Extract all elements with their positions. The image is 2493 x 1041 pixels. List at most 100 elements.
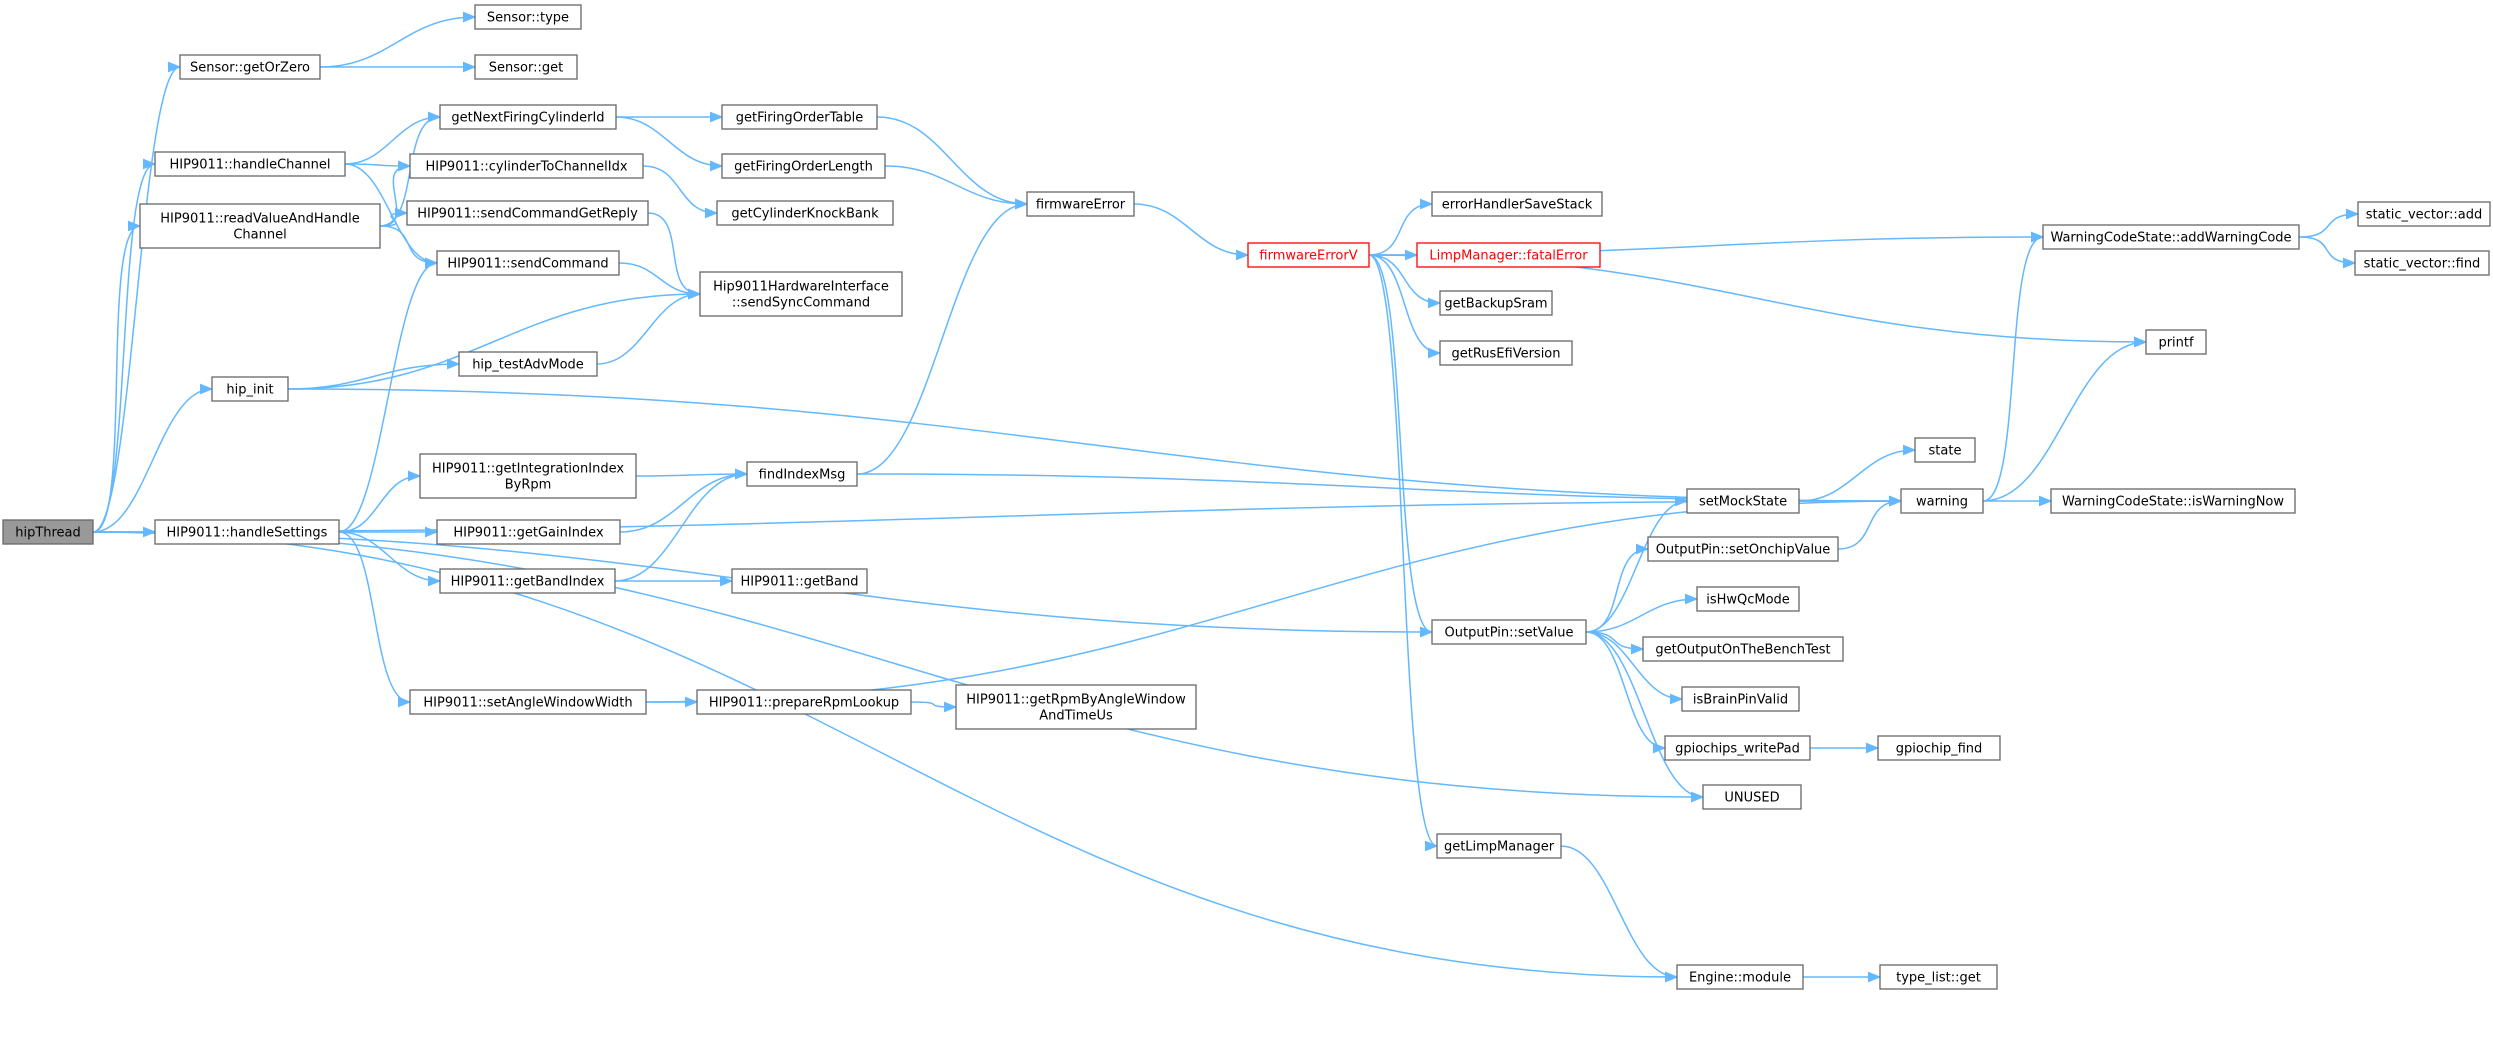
node-label: getBackupSram — [1444, 297, 1547, 312]
node-hip-init[interactable]: hip_init — [211, 376, 289, 402]
node-box — [458, 351, 598, 377]
node-is-hw-qc-mode[interactable]: isHwQcMode — [1696, 586, 1800, 612]
node-get-band-index[interactable]: HIP9011::getBandIndex — [439, 568, 616, 594]
node-box — [436, 250, 620, 276]
node-get-firing-order-table[interactable]: getFiringOrderTable — [721, 104, 878, 130]
node-sensor-get[interactable]: Sensor::get — [474, 54, 578, 80]
node-label: OutputPin::setValue — [1445, 626, 1574, 641]
node-hip-test-adv-mode[interactable]: hip_testAdvMode — [458, 351, 598, 377]
node-cylinder-to-channel-idx[interactable]: HIP9011::cylinderToChannelIdx — [409, 153, 644, 179]
node-engine-module[interactable]: Engine::module — [1676, 964, 1804, 990]
node-get-next-firing-cylinder-id[interactable]: getNextFiringCylinderId — [439, 104, 617, 130]
node-box — [436, 519, 621, 545]
node-is-warning-now[interactable]: WarningCodeState::isWarningNow — [2050, 488, 2296, 514]
node-send-command-get-reply[interactable]: HIP9011::sendCommandGetReply — [406, 200, 649, 226]
node-box — [179, 54, 321, 80]
node-box — [1431, 619, 1587, 645]
node-sensor-type[interactable]: Sensor::type — [474, 4, 582, 30]
node-box — [1431, 191, 1603, 217]
node-box — [2, 519, 94, 545]
node-static-vector-find[interactable]: static_vector::find — [2354, 250, 2490, 276]
node-limp-fatal-error[interactable]: LimpManager::fatalError — [1416, 242, 1601, 268]
node-box — [1664, 735, 1811, 761]
node-label: Engine::module — [1689, 971, 1791, 986]
node-gpiochips-write-pad[interactable]: gpiochips_writePad — [1664, 735, 1811, 761]
node-get-output-on-the-bench-test[interactable]: getOutputOnTheBenchTest — [1642, 636, 1844, 662]
node-get-cylinder-knock-bank[interactable]: getCylinderKnockBank — [716, 200, 894, 226]
node-add-warning-code[interactable]: WarningCodeState::addWarningCode — [2042, 224, 2300, 250]
node-state[interactable]: state — [1914, 437, 1976, 463]
edge-hip-thread-to-hip-read-value — [92, 220, 142, 533]
node-get-firing-order-length[interactable]: getFiringOrderLength — [721, 153, 886, 179]
node-hip-thread[interactable]: hipThread — [2, 519, 94, 545]
edge-get-gain-index-to-find-index-msg — [619, 468, 749, 533]
edge-add-warning-code-to-static-vector-add — [2298, 208, 2360, 238]
node-set-mock-state[interactable]: setMockState — [1686, 488, 1800, 514]
node-label: getCylinderKnockBank — [731, 207, 879, 222]
node-type-list-get[interactable]: type_list::get — [1879, 964, 1998, 990]
node-static-vector-add[interactable]: static_vector::add — [2357, 201, 2491, 227]
edge-get-next-firing-cylinder-id-to-get-firing-order-length — [615, 116, 724, 172]
node-get-rus-efi-version[interactable]: getRusEfiVersion — [1439, 340, 1573, 366]
node-hip-handle-channel[interactable]: HIP9011::handleChannel — [154, 151, 346, 177]
node-label: setMockState — [1699, 495, 1787, 510]
node-hip-handle-settings[interactable]: HIP9011::handleSettings — [154, 519, 340, 545]
node-label: Hip9011HardwareInterface — [713, 280, 889, 295]
node-box — [139, 203, 381, 249]
edge-send-command-to-send-sync-command — [618, 262, 702, 300]
node-sensor-get-or-zero[interactable]: Sensor::getOrZero — [179, 54, 321, 80]
node-label: firmwareError — [1036, 198, 1126, 213]
node-firmware-error-v[interactable]: firmwareErrorV — [1247, 242, 1370, 268]
edge-output-pin-set-value-to-set-mock-state — [1585, 495, 1689, 633]
node-is-brain-pin-valid[interactable]: isBrainPinValid — [1681, 686, 1800, 712]
node-get-limp-manager[interactable]: getLimpManager — [1436, 833, 1562, 859]
node-send-command[interactable]: HIP9011::sendCommand — [436, 250, 620, 276]
node-prepare-rpm-lookup[interactable]: HIP9011::prepareRpmLookup — [696, 689, 912, 715]
node-label: static_vector::add — [2366, 208, 2482, 223]
node-box — [955, 684, 1197, 730]
node-error-handler-save-stack[interactable]: errorHandlerSaveStack — [1431, 191, 1603, 217]
node-set-angle-window-width[interactable]: HIP9011::setAngleWindowWidth — [409, 689, 647, 715]
node-box — [1647, 536, 1839, 562]
node-warning[interactable]: warning — [1900, 488, 1984, 514]
node-hip-get-band[interactable]: HIP9011::getBand — [731, 568, 868, 594]
edge-hip-read-value-to-cylinder-to-channel-idx — [379, 160, 412, 227]
node-box — [2042, 224, 2300, 250]
edge-firmware-error-v-to-get-backup-sram — [1368, 254, 1442, 309]
node-box — [1877, 735, 2001, 761]
node-label: AndTimeUs — [1039, 709, 1113, 724]
node-box — [1416, 242, 1601, 268]
edge-hip-thread-to-hip-init — [92, 383, 214, 533]
edge-hip-handle-settings-to-set-angle-window-width — [338, 531, 412, 708]
node-label: OutputPin::setOnchipValue — [1656, 543, 1831, 558]
node-unused[interactable]: UNUSED — [1702, 784, 1802, 810]
edge-firmware-error-to-firmware-error-v — [1133, 203, 1250, 261]
node-set-onchip-value[interactable]: OutputPin::setOnchipValue — [1647, 536, 1839, 562]
edge-set-mock-state-to-state — [1798, 444, 1917, 502]
node-get-backup-sram[interactable]: getBackupSram — [1439, 290, 1553, 316]
node-find-index-msg[interactable]: findIndexMsg — [746, 461, 858, 487]
node-label: getFiringOrderTable — [736, 111, 864, 126]
node-label: HIP9011::setAngleWindowWidth — [423, 696, 632, 711]
node-output-pin-set-value[interactable]: OutputPin::setValue — [1431, 619, 1587, 645]
node-box — [1642, 636, 1844, 662]
node-box — [439, 104, 617, 130]
node-box — [696, 689, 912, 715]
edge-get-band-index-to-find-index-msg — [614, 468, 749, 582]
edge-hip-handle-settings-to-get-band-index — [338, 531, 442, 587]
node-send-sync-command[interactable]: Hip9011HardwareInterface::sendSyncComman… — [699, 271, 903, 317]
node-gpiochip-find[interactable]: gpiochip_find — [1877, 735, 2001, 761]
edge-output-pin-set-value-to-set-onchip-value — [1585, 543, 1650, 633]
node-label: getFiringOrderLength — [734, 160, 873, 175]
node-firmware-error[interactable]: firmwareError — [1026, 191, 1135, 217]
node-box — [474, 54, 578, 80]
edge-output-pin-set-value-to-is-brain-pin-valid — [1585, 631, 1684, 705]
node-label: isBrainPinValid — [1693, 693, 1788, 708]
node-get-gain-index[interactable]: HIP9011::getGainIndex — [436, 519, 621, 545]
node-printf[interactable]: printf — [2145, 329, 2207, 355]
node-box — [721, 104, 878, 130]
node-label: HIP9011::getIntegrationIndex — [432, 462, 624, 477]
